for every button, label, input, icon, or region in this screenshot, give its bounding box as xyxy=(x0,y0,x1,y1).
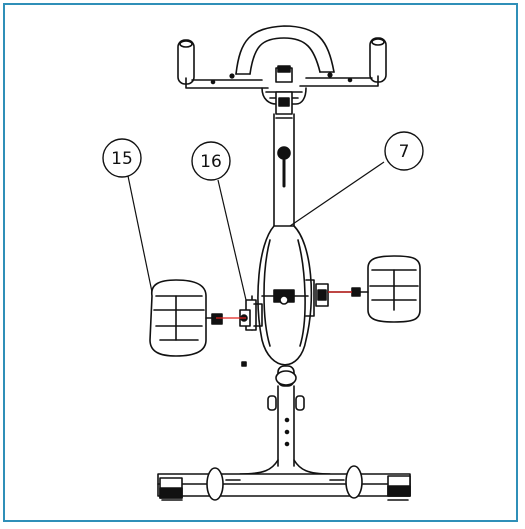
callout-16-leader xyxy=(217,179,247,301)
left-pedal xyxy=(149,279,223,357)
svg-text:15: 15 xyxy=(111,149,133,169)
callout-7-leader xyxy=(289,161,385,227)
callout-15: 15 xyxy=(102,138,142,178)
callout-7: 7 xyxy=(384,131,424,171)
callout-15-leader xyxy=(127,175,153,293)
handlebar xyxy=(177,25,387,89)
base-stabilizer xyxy=(157,465,411,501)
callout-16: 16 xyxy=(191,141,231,181)
svg-text:16: 16 xyxy=(200,152,222,172)
main-frame xyxy=(239,113,331,475)
alignment-lines xyxy=(216,291,352,319)
handlebar-stem xyxy=(261,65,307,115)
right-crank xyxy=(305,279,361,317)
right-pedal xyxy=(359,255,421,323)
svg-text:7: 7 xyxy=(399,142,410,162)
